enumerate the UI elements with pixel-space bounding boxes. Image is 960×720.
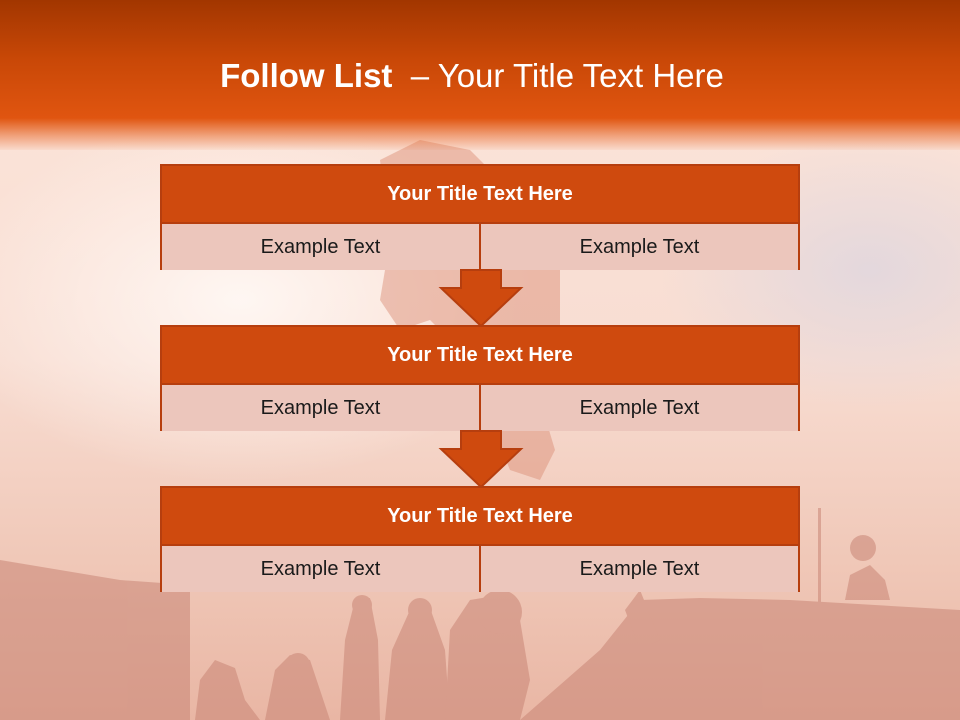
title-bar	[0, 0, 960, 150]
step-text-right[interactable]: Example Text	[479, 224, 798, 270]
step-title[interactable]: Your Title Text Here	[162, 327, 798, 385]
down-arrow-icon	[438, 269, 524, 328]
step-box-1[interactable]: Your Title Text Here Example Text Exampl…	[160, 164, 800, 270]
down-arrow-icon	[438, 430, 524, 489]
step-box-2[interactable]: Your Title Text Here Example Text Exampl…	[160, 325, 800, 431]
title-bold-text: Follow List	[220, 57, 393, 94]
step-text-left[interactable]: Example Text	[162, 546, 479, 592]
slide-title: Follow List – Your Title Text Here	[0, 54, 944, 98]
step-text-right[interactable]: Example Text	[479, 385, 798, 431]
step-text-left[interactable]: Example Text	[162, 224, 479, 270]
step-title[interactable]: Your Title Text Here	[162, 166, 798, 224]
step-text-right[interactable]: Example Text	[479, 546, 798, 592]
step-box-3[interactable]: Your Title Text Here Example Text Exampl…	[160, 486, 800, 592]
step-text-left[interactable]: Example Text	[162, 385, 479, 431]
title-rest-text: – Your Title Text Here	[410, 57, 724, 94]
step-title[interactable]: Your Title Text Here	[162, 488, 798, 546]
